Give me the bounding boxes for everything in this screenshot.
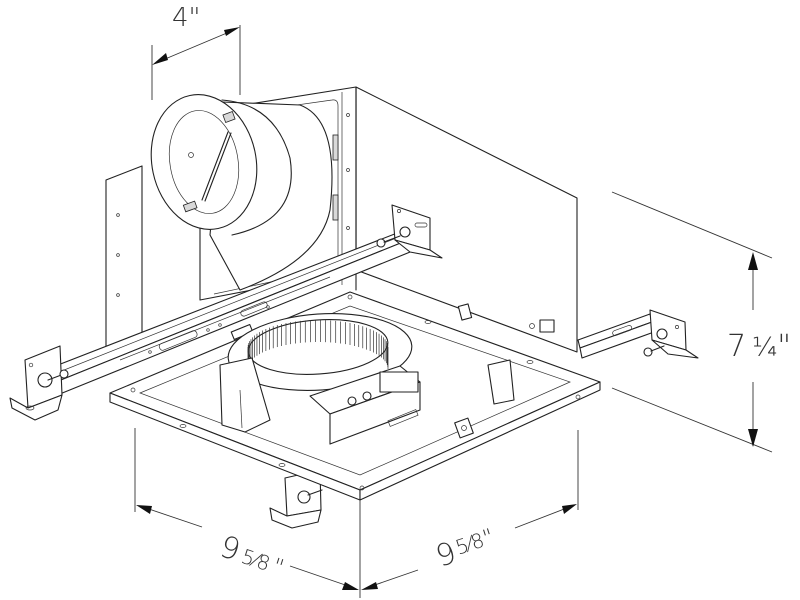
- dimension-width-left: [134, 428, 361, 598]
- damper-blade: [201, 131, 229, 201]
- height-unit: ": [777, 329, 791, 364]
- right-support: [487, 359, 515, 405]
- arrow-head: [562, 504, 577, 514]
- blower-wheel: [227, 313, 413, 391]
- hinge: [332, 194, 339, 221]
- mounting-bracket-right: [643, 309, 699, 359]
- dimension-width-right: [361, 430, 579, 590]
- arrow-head: [342, 582, 359, 590]
- height-fraction: ¼: [752, 333, 777, 363]
- left-support: [219, 357, 271, 433]
- dimension-height: [611, 191, 773, 453]
- arrow-head: [224, 27, 240, 36]
- dimension-label-duct: 4": [172, 3, 201, 33]
- dimension-label-width-left: 95⁄8": [216, 529, 290, 583]
- height-whole: 7: [727, 329, 746, 364]
- arrow-head: [136, 505, 152, 514]
- width-left-unit: ": [269, 554, 286, 581]
- junction-box-plate: [454, 303, 555, 439]
- width-left-fraction: 5⁄8: [238, 544, 273, 576]
- mounting-bracket-left: [9, 345, 69, 421]
- arrow-head: [152, 53, 168, 65]
- mounting-bracket-top: [376, 204, 443, 259]
- dimension-label-width-right: 95⁄8": [432, 523, 500, 575]
- dimension-duct-diameter: [151, 25, 241, 100]
- arrow-head: [361, 582, 378, 590]
- motor-plug-assembly: [309, 365, 421, 445]
- arrow-head: [748, 429, 758, 447]
- hanger-bar-right: [577, 313, 655, 359]
- arrow-head: [748, 252, 758, 270]
- hinge: [332, 134, 339, 161]
- duct-collar: [150, 94, 333, 291]
